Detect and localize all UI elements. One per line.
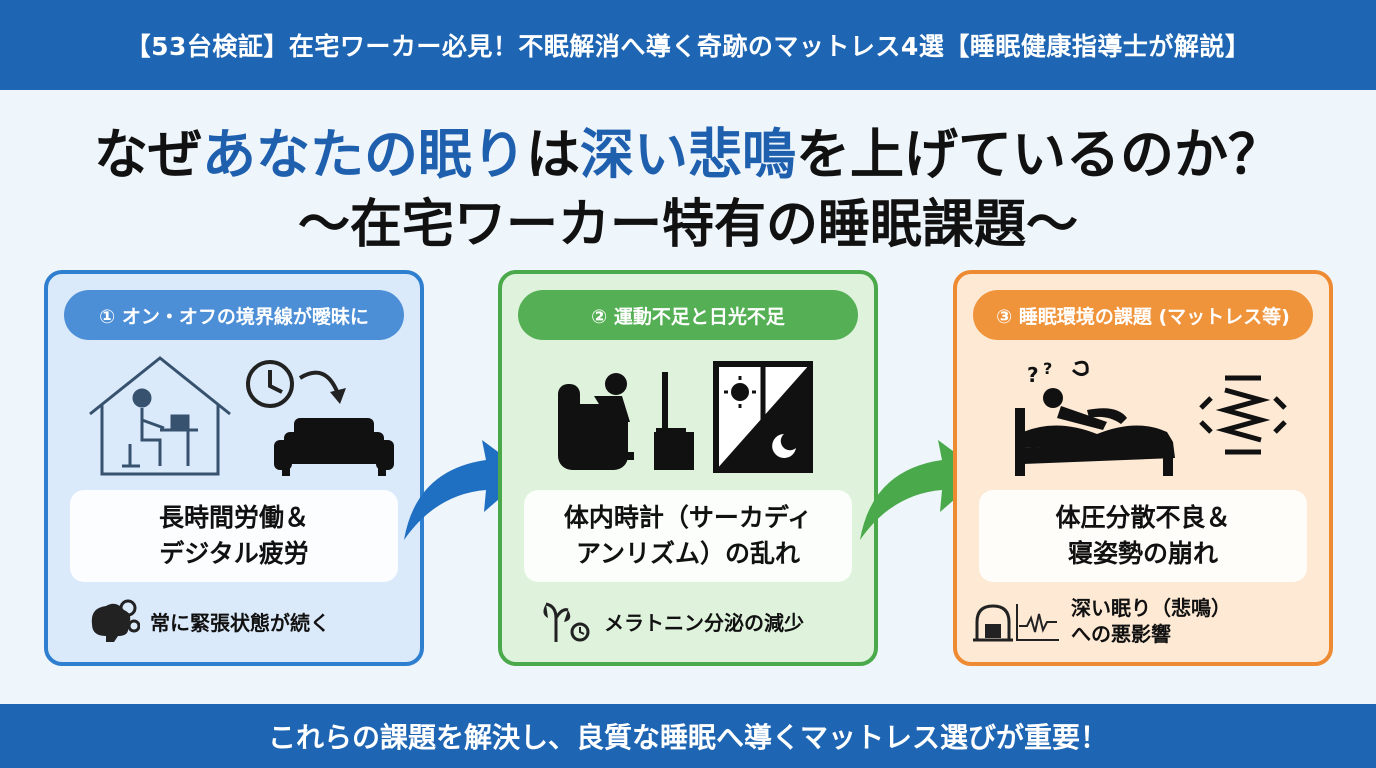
headline-highlight-scream: 深い悲鳴 [580,123,796,186]
alarm-wave-icon [973,604,1059,642]
person-slumped-icon [558,373,634,470]
blue-flow-arrow-icon [404,440,528,540]
house-desk-icon [89,356,231,476]
panel3-illustration: ? ? [1015,359,1287,476]
headline-part-e: を上げているのか？ [796,123,1282,186]
headline-part-c: は [526,123,580,186]
top-banner-text: 【53台検証】在宅ワーカー必見！不眠解消へ導く奇跡のマットレス4選【睡眠健康指導… [125,32,1251,61]
card-line-1: 長時間労働＆ [158,503,309,532]
restless-sleeper-icon: ? ? [1015,359,1175,476]
card-line-2: 寝姿勢の崩れ [1067,539,1218,568]
note-text: メラトニン分泌の減少 [604,610,804,635]
card-line-1: 体内時計（サーカディ [563,503,813,532]
panel-card: 体圧分散不良＆ 寝姿勢の崩れ [979,490,1307,582]
card-line-1: 体圧分散不良＆ [1055,503,1231,532]
headline-highlight-sleep: あなたの眠り [202,123,526,186]
note-text-line-1: 深い眠り（悲鳴） [1071,596,1231,620]
panel2-illustration [558,361,813,473]
card-line-2: アンリズム）の乱れ [575,539,800,568]
panel-card: 体内時計（サーカディ アンリズム）の乱れ [524,490,852,582]
svg-text:?: ? [1027,363,1039,387]
panel-note: 常に緊張状態が続く [84,596,330,646]
bottom-banner-text: これらの課題を解決し、良質な睡眠へ導くマットレス選びが重要！ [267,721,1108,754]
curved-arrow-icon [298,370,340,395]
headline-line1: なぜあなたの眠りは深い悲鳴を上げているのか？ [0,110,1376,189]
panel-card: 長時間労働＆ デジタル疲労 [70,490,398,582]
bottom-banner: これらの課題を解決し、良質な睡眠へ導くマットレス選びが重要！ [0,704,1376,768]
monitor-desk-icon [654,372,694,470]
headline-line2: 〜在宅ワーカー特有の睡眠課題〜 [297,195,1078,255]
note-text: 常に緊張状態が続く [150,610,330,635]
card-line-2: デジタル疲労 [159,539,309,568]
brain-gear-icon [91,599,140,642]
panel-work-life-boundary: ① オン・オフの境界線が曖昧に 長時間労働＆ デ [44,270,424,666]
panel-lack-of-exercise-sunlight: ② 運動不足と日光不足 体内時計（サーカディ [498,270,878,666]
clock-icon [246,360,294,408]
panel-title: ② 運動不足と日光不足 [518,290,858,340]
note-text-line-2: への悪影響 [1071,622,1171,646]
spring-icon [1199,375,1287,455]
headline-part-a: なぜ [94,123,202,186]
svg-text:?: ? [1043,359,1052,378]
panel-note: メラトニン分泌の減少 [538,596,804,646]
wilting-plant-icon [543,602,590,642]
sun-moon-window-icon [713,361,813,473]
panel-title: ① オン・オフの境界線が曖昧に [64,290,404,340]
panel-sleep-environment: ③ 睡眠環境の課題 (マットレス等) ? ? 体圧分散不良＆ 寝姿勢の崩れ [953,270,1333,666]
panel-title: ③ 睡眠環境の課題 (マットレス等) [973,290,1313,340]
panel-note: 深い眠り（悲鳴） への悪影響 [971,596,1231,646]
sofa-icon [274,418,394,476]
panel1-illustration [89,356,394,476]
top-banner: 【53台検証】在宅ワーカー必見！不眠解消へ導く奇跡のマットレス4選【睡眠健康指導… [0,0,1376,90]
